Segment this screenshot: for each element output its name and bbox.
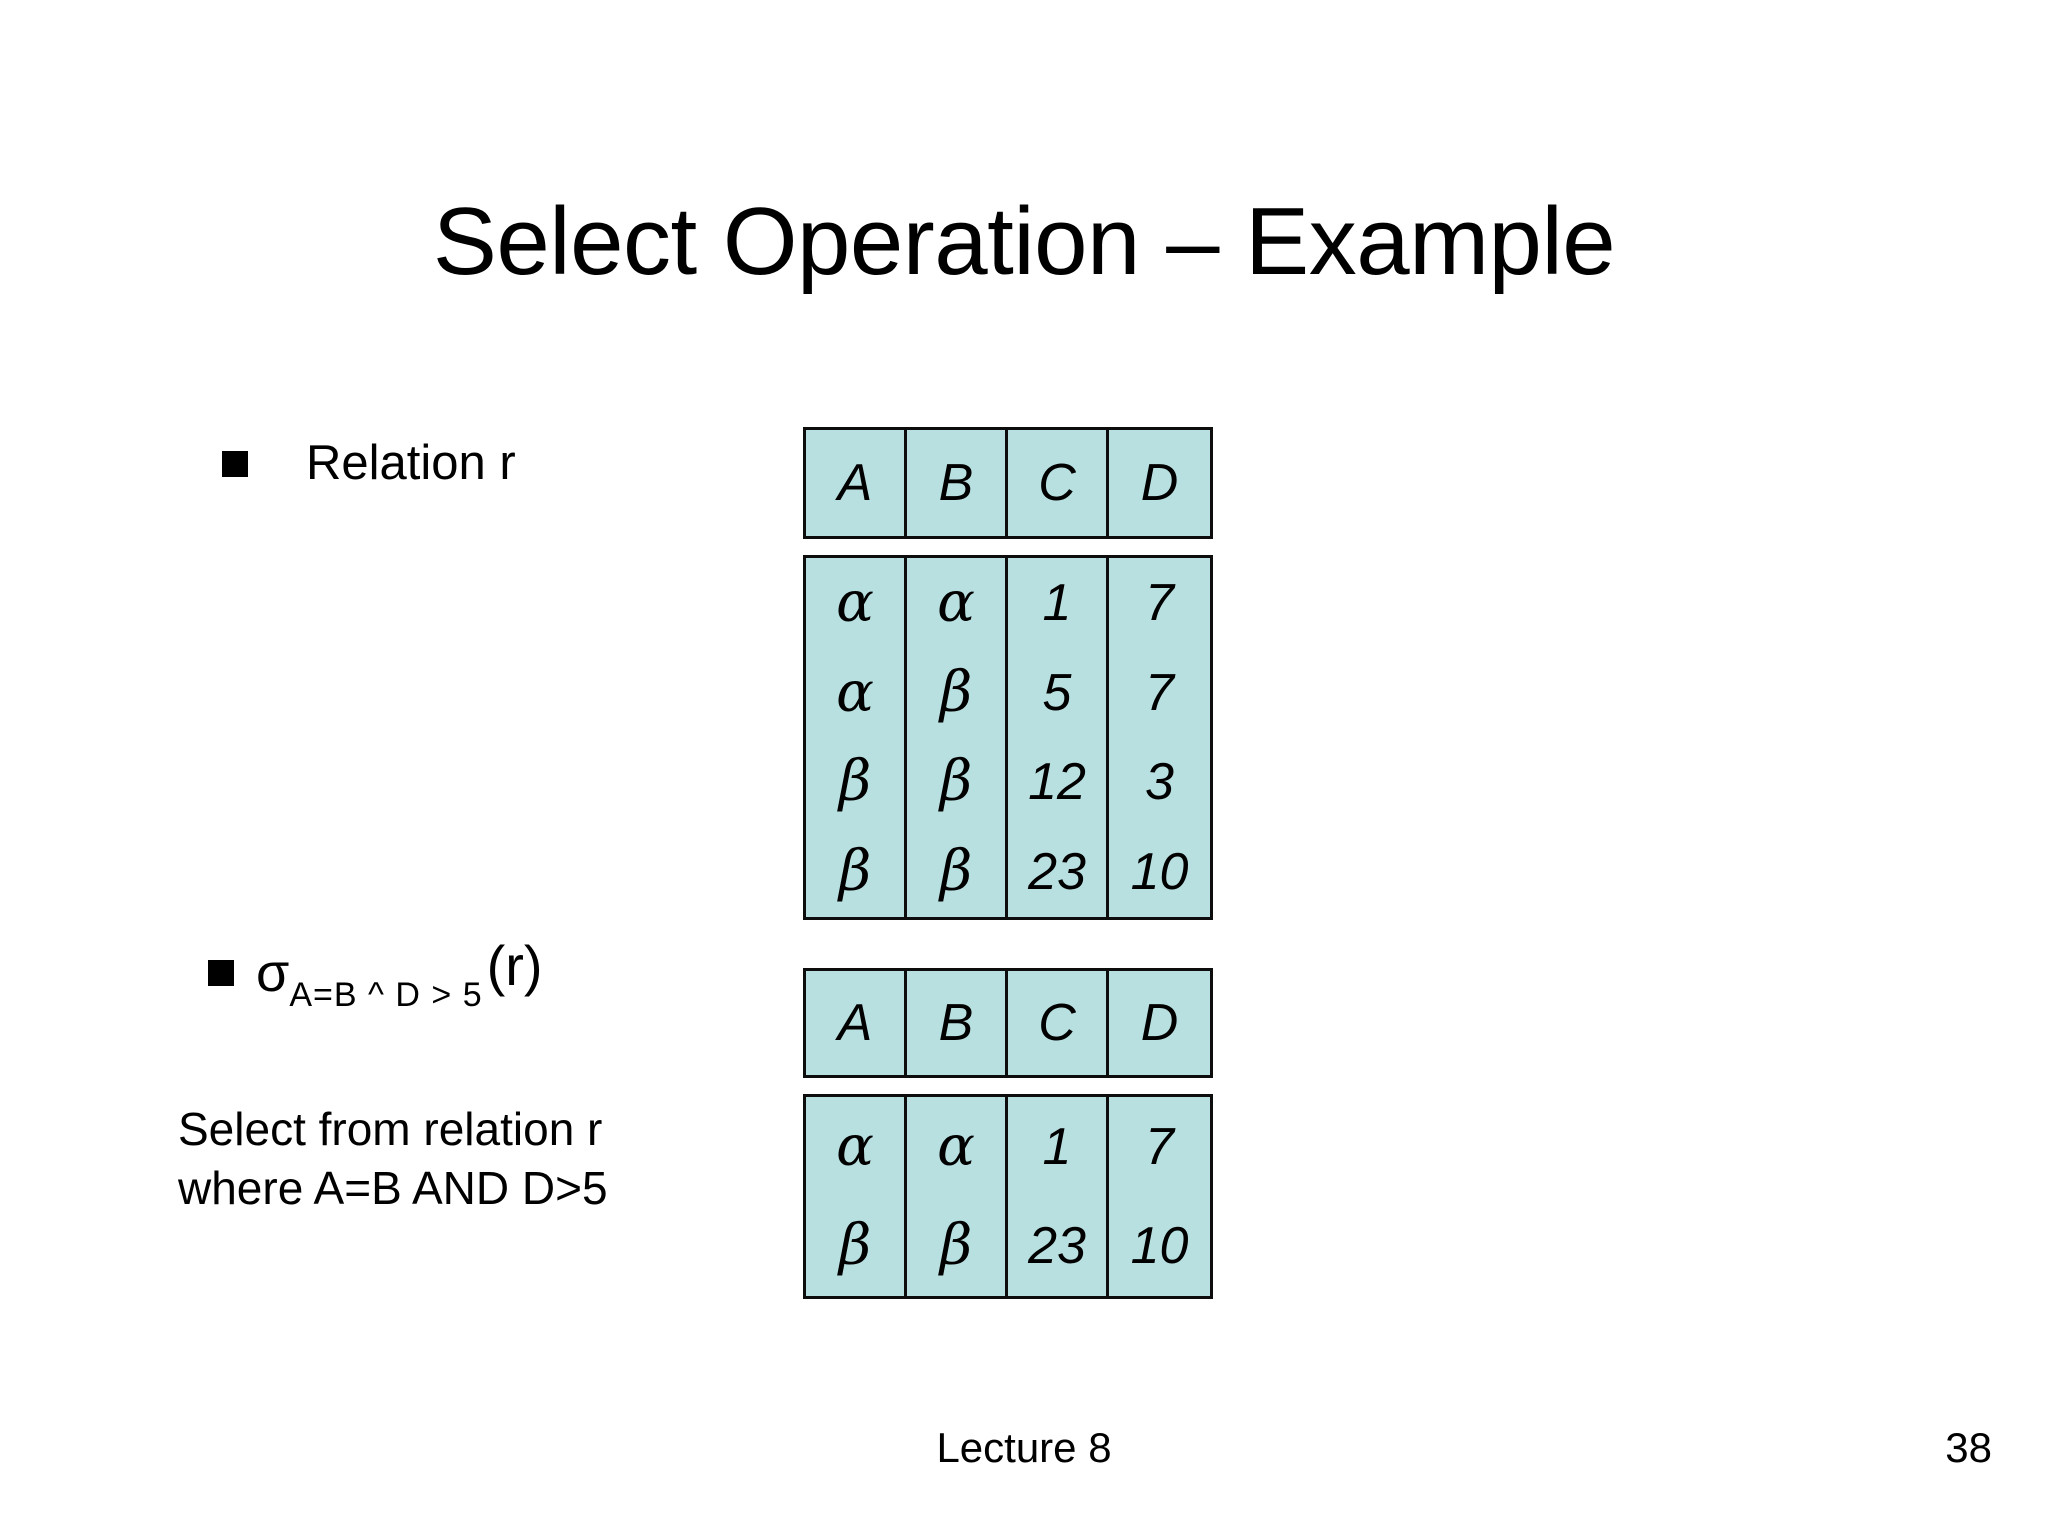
result-header-col-d: D bbox=[1109, 971, 1210, 1075]
relation-r-table: A B C D α α β β α β β β bbox=[803, 427, 1213, 920]
result-relation-table: A B C D α β α β 1 23 bbox=[803, 968, 1213, 1299]
table-cell: 12 bbox=[1028, 753, 1086, 812]
bullet-relation-r: Relation r bbox=[222, 436, 516, 491]
result-header-col-a: A bbox=[806, 971, 907, 1075]
relation-r-header-col-d: D bbox=[1109, 430, 1210, 536]
relation-r-body: α α β β α β β β 1 5 12 23 7 7 3 10 bbox=[803, 555, 1213, 920]
square-bullet-icon bbox=[222, 451, 248, 477]
table-cell: β bbox=[939, 659, 973, 725]
relation-r-header-row: A B C D bbox=[803, 427, 1213, 539]
relation-r-body-col-a: α α β β bbox=[806, 558, 907, 917]
column-header: D bbox=[1140, 454, 1179, 512]
result-header-col-b: B bbox=[907, 971, 1008, 1075]
table-cell: β bbox=[939, 839, 973, 905]
bullet-relation-r-label: Relation r bbox=[306, 436, 516, 490]
result-header-col-c: C bbox=[1008, 971, 1109, 1075]
table-cell: β bbox=[939, 749, 973, 815]
result-body-col-b: α β bbox=[907, 1097, 1008, 1296]
select-caption-line-1: Select from relation r bbox=[178, 1103, 603, 1155]
column-header: B bbox=[938, 454, 974, 512]
table-cell: α bbox=[836, 1113, 874, 1179]
table-cell: β bbox=[939, 1213, 973, 1279]
result-body-col-a: α β bbox=[806, 1097, 907, 1296]
table-cell: α bbox=[836, 659, 874, 725]
table-cell: 7 bbox=[1145, 573, 1174, 632]
page-title: Select Operation – Example bbox=[432, 188, 1616, 296]
table-cell: β bbox=[838, 749, 872, 815]
relation-r-body-col-b: α β β β bbox=[907, 558, 1008, 917]
table-cell: β bbox=[838, 839, 872, 905]
result-body-col-d: 7 10 bbox=[1109, 1097, 1210, 1296]
select-caption-line-2: where A=B AND D>5 bbox=[178, 1161, 608, 1214]
table-cell: β bbox=[838, 1213, 872, 1279]
relation-r-header-col-c: C bbox=[1008, 430, 1109, 536]
relation-r-body-col-c: 1 5 12 23 bbox=[1008, 558, 1109, 917]
table-gap bbox=[803, 539, 1213, 555]
result-body-col-c: 1 23 bbox=[1008, 1097, 1109, 1296]
column-header: A bbox=[837, 994, 873, 1052]
column-header: D bbox=[1140, 994, 1179, 1052]
sigma-subscript-condition: A=B ^ D > 5 bbox=[289, 976, 483, 1014]
relation-r-header-col-b: B bbox=[907, 430, 1008, 536]
table-cell: 1 bbox=[1042, 573, 1072, 632]
table-cell: 7 bbox=[1145, 663, 1174, 722]
column-header: C bbox=[1038, 994, 1076, 1052]
table-cell: 10 bbox=[1130, 1217, 1189, 1276]
column-header: C bbox=[1038, 454, 1076, 512]
table-cell: 5 bbox=[1042, 663, 1072, 722]
sigma-argument: (r) bbox=[486, 934, 543, 997]
relation-r-header-col-a: A bbox=[806, 430, 907, 536]
table-cell: 23 bbox=[1028, 843, 1086, 902]
page-number: 38 bbox=[1945, 1424, 1992, 1471]
table-cell: 3 bbox=[1145, 753, 1174, 812]
table-cell: 7 bbox=[1145, 1117, 1174, 1176]
result-header-row: A B C D bbox=[803, 968, 1213, 1078]
table-cell: α bbox=[937, 1113, 975, 1179]
column-header: B bbox=[938, 994, 974, 1052]
result-body: α β α β 1 23 7 10 bbox=[803, 1094, 1213, 1299]
square-bullet-icon bbox=[208, 960, 234, 986]
table-cell: 10 bbox=[1130, 843, 1189, 902]
table-cell: 23 bbox=[1028, 1217, 1086, 1276]
select-caption: Select from relation r where A=B AND D>5 bbox=[178, 1100, 608, 1218]
table-gap bbox=[803, 1078, 1213, 1094]
column-header: A bbox=[837, 454, 873, 512]
relation-r-body-col-d: 7 7 3 10 bbox=[1109, 558, 1210, 917]
table-cell: α bbox=[937, 569, 975, 635]
table-cell: 1 bbox=[1042, 1117, 1072, 1176]
footer-lecture-label: Lecture 8 bbox=[936, 1424, 1112, 1471]
table-cell: α bbox=[836, 569, 874, 635]
sigma-operator-symbol: σ bbox=[256, 943, 290, 1003]
